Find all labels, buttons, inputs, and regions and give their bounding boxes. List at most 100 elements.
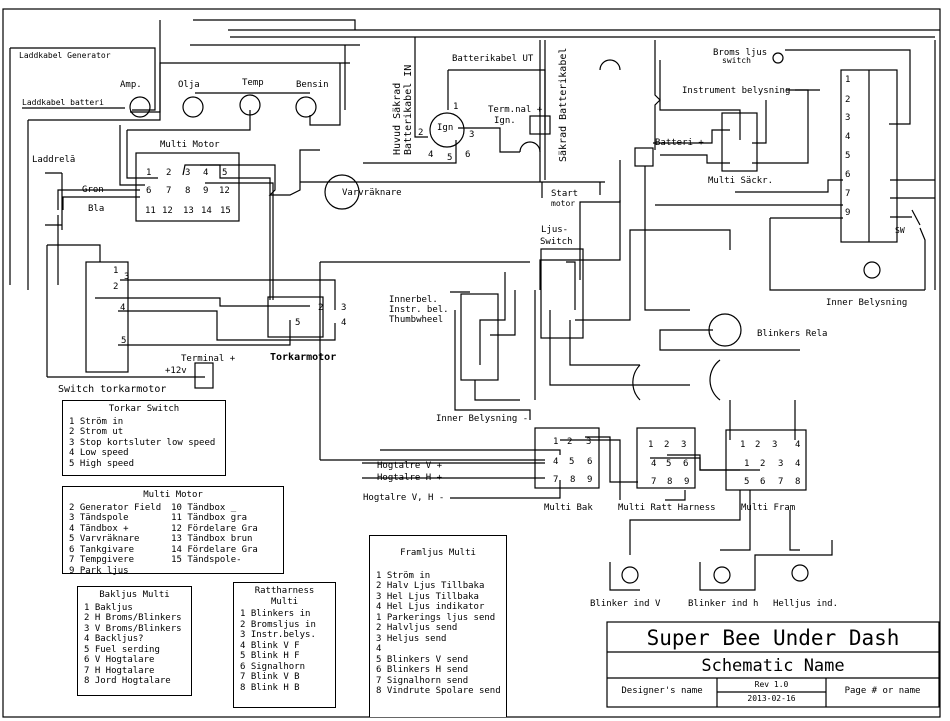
wire (720, 490, 751, 551)
legend-title: Bakljus Multi (99, 590, 170, 600)
pin-label: 4 (795, 440, 801, 450)
wire (785, 49, 911, 125)
wire (205, 182, 274, 300)
legend-item: 1 Bakljus (84, 602, 133, 613)
pin-label: 6 (587, 457, 593, 467)
pin-label: 12 (162, 206, 173, 216)
wire (585, 436, 638, 483)
title-block-date: 2013-02-16 (747, 694, 796, 703)
pin-label: 3 (341, 303, 347, 313)
label-start-motor-2: motor (551, 199, 576, 208)
wire-laddkabel-generator (10, 47, 156, 111)
wire (118, 320, 291, 346)
pin-label: 2 (760, 459, 766, 469)
switch-sw (911, 209, 921, 226)
wire (575, 229, 731, 321)
junction-box (634, 147, 654, 167)
wire (566, 261, 576, 310)
label-hogtalare-h-plus: Hogtalre H + (377, 473, 443, 483)
wire (474, 380, 520, 401)
lamp-blinker-ind-v (621, 566, 639, 584)
legend-item: 3 Heljus send (376, 633, 447, 644)
wire (458, 127, 520, 153)
legend-item: 7 Tempgivere (69, 555, 135, 565)
legend-item: 12 Fördelare Gra (171, 523, 258, 534)
pin-label: 14 (201, 206, 212, 216)
legend-item: 7 H Hogtalare (84, 665, 155, 676)
label-batterikabel-ut: Batterikabel UT (452, 54, 534, 64)
legend-item: 7 Blink V B (240, 672, 300, 682)
pin-label: 4 (203, 168, 209, 178)
label-helljus-ind: Helljus ind. (773, 599, 839, 609)
legend-title: Torkar Switch (108, 404, 180, 414)
label-instrument-belysning: Instrument belysning (682, 86, 791, 96)
wire (560, 439, 621, 500)
title-block-designer: Designer's name (621, 686, 703, 696)
wire-crossover (632, 364, 641, 401)
fuse-number: 9 (845, 208, 851, 218)
pin-label: 6 (146, 186, 152, 196)
legend-item: 1 Ström in (69, 416, 124, 427)
wire (752, 100, 767, 144)
multi-motor-box (135, 152, 240, 222)
wire-bla (62, 196, 140, 210)
pin-label: 2 (418, 128, 424, 138)
pin-label: 5 (744, 477, 750, 487)
title-block-frame (606, 621, 940, 708)
wire (919, 227, 926, 290)
legend-rattharness-multi: Rattharness Multi 1 Blinkers in 2 Bromsl… (233, 582, 336, 708)
fuse-number: 5 (845, 151, 851, 161)
legend-item: 15 Tändspole- (171, 555, 242, 565)
fuse-number: 7 (845, 189, 851, 199)
title-block-revision: Rev 1.0 (754, 680, 789, 689)
wire (414, 37, 428, 138)
ljus-switch-box (540, 248, 584, 339)
legend-item: 2 Bromsljus in (240, 619, 316, 630)
wire (665, 490, 686, 501)
pin-label: 9 (203, 186, 209, 196)
legend-item: 4 Blink V F (240, 640, 300, 651)
thumbwheel-box (460, 293, 499, 381)
lamp-helljus-ind (791, 564, 809, 582)
wire (667, 454, 760, 471)
wire (126, 130, 158, 179)
legend-framljus-multi: Framljus Multi 1 Ström in 2 Halv Ljus Ti… (369, 535, 507, 717)
pin-label: 8 (570, 475, 576, 485)
label-laddrela: Laddrelā (32, 155, 76, 165)
wire (363, 140, 457, 164)
broms-switch-icon (772, 52, 784, 64)
legend-item: 2 Halvljus send (376, 623, 458, 633)
wire (609, 562, 640, 591)
wire (660, 154, 730, 164)
label-ljus-switch-1: Ljus- (541, 225, 569, 235)
pin-label: 3 (772, 440, 778, 450)
wire (490, 290, 516, 336)
label-multi-bak: Multi Bak (544, 503, 593, 513)
label-multi-ratt-harness: Multi Ratt Harness (618, 503, 716, 513)
label-terminal-ign-1: Term.nal + (488, 105, 543, 115)
label-terminal-12v-1: Terminal + (181, 354, 236, 364)
wire (309, 62, 350, 126)
pin-label: 7 (553, 475, 559, 485)
wire (699, 540, 833, 591)
wire-hogtalare-vh (450, 480, 561, 499)
ignition-switch (429, 112, 465, 148)
label-batterikabel-in: Batterikabel IN (403, 64, 414, 155)
wire (659, 60, 741, 140)
legend-item: 5 Blinkers V send (376, 654, 469, 665)
legend-item: 1 Ström in (376, 570, 431, 581)
pin-label: 2 (113, 282, 119, 292)
legend-item: 6 Blinkers H send (376, 665, 469, 675)
pin-label: 3 (681, 440, 687, 450)
pin-label: 4 (651, 459, 657, 469)
legend-item: 13 Tändbox brun (171, 534, 253, 544)
label-blinkers-rela: Blinkers Rela (757, 329, 828, 339)
legend-item: 10 Tändbox _ (171, 502, 237, 513)
wire (654, 40, 661, 150)
pin-label: 6 (760, 477, 766, 487)
legend-title: Rattharness Multi (254, 586, 315, 607)
pin-label: 15 (220, 206, 231, 216)
wire-crossover (599, 59, 621, 71)
label-broms-ljus-2: switch (722, 56, 751, 65)
